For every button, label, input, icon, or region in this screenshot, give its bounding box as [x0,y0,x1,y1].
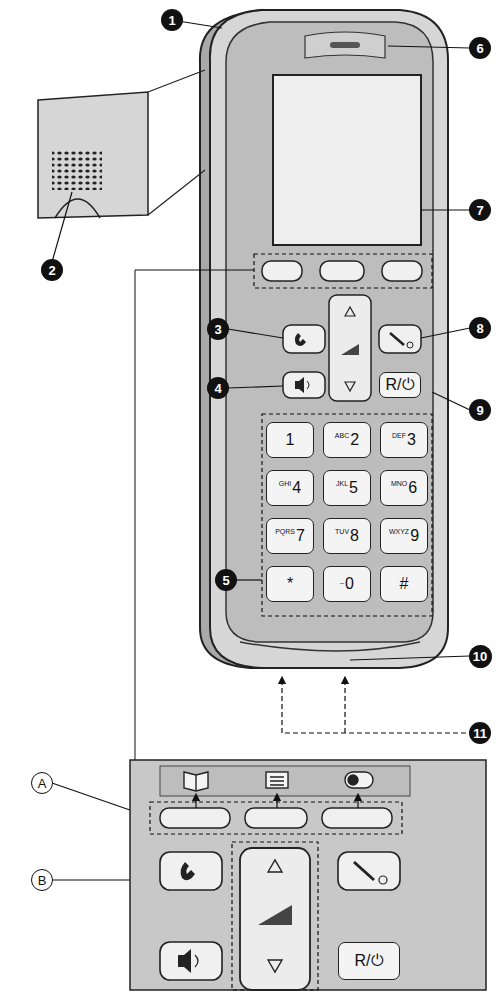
key-label: R/⏻ [355,953,384,969]
key-label: R/⏻ [386,377,415,393]
callout-text: 10 [473,650,487,663]
key-label: 2 [350,432,359,448]
key-label: _ [340,576,344,583]
key-label: MNO [391,480,407,487]
callout-text: 9 [476,404,483,417]
callout-text: 8 [476,322,483,335]
callout-number: 10 [469,645,492,668]
handset-key: GHI4 [266,470,314,506]
handset-key: TUV8 [323,518,371,554]
handset-key: MNO6 [380,470,428,506]
key-label: 5 [349,480,358,496]
callout-number: 4 [207,377,229,399]
callout-number: 3 [207,318,229,340]
callout-text: 4 [214,382,221,395]
callout-text: 2 [48,264,55,277]
callout-text: 6 [476,42,483,55]
callout-number: 8 [469,317,491,339]
key-label: 4 [292,480,301,496]
key-label: GHI [279,480,291,487]
callout-text: A [38,777,47,790]
key-label: ABC [335,432,349,439]
callout-letter: B [31,869,53,891]
key-label: * [287,576,293,592]
callout-number: 11 [469,722,491,744]
key-label: TUV [335,528,349,535]
handset-key: R/⏻ [338,942,400,980]
handset-key: ABC2 [323,422,371,458]
handset-key: DEF3 [380,422,428,458]
callout-number: 1 [161,9,183,31]
key-label: 1 [286,432,295,448]
callout-text: B [38,874,47,887]
handset-key: WXYZ9 [380,518,428,554]
key-label: 8 [350,528,359,544]
handset-key: JKL5 [323,470,371,506]
callout-number: 9 [469,399,491,421]
handset-key: # [380,566,428,602]
callout-letter: A [31,772,53,794]
key-label: WXYZ [389,528,409,535]
handset-key: _0 [323,566,371,602]
callout-text: 11 [473,727,487,740]
key-label: 6 [408,480,417,496]
callout-number: 5 [215,569,237,591]
key-label: DEF [392,432,406,439]
key-label: JKL [336,480,348,487]
callout-text: 3 [214,323,221,336]
key-label: # [400,576,409,592]
callout-text: 7 [476,204,483,217]
callout-number: 2 [41,259,63,281]
callout-text: 1 [168,14,175,27]
key-label: PQRS [275,528,295,535]
callout-text: 5 [222,574,229,587]
key-label: 0 [345,576,354,592]
handset-key: R/⏻ [379,372,421,398]
key-label: 9 [410,528,419,544]
key-label: 3 [407,432,416,448]
callout-number: 7 [469,199,491,221]
handset-key: * [266,566,314,602]
callout-number: 6 [469,37,491,59]
handset-key: 1 [266,422,314,458]
key-label: 7 [296,528,305,544]
handset-key: PQRS7 [266,518,314,554]
